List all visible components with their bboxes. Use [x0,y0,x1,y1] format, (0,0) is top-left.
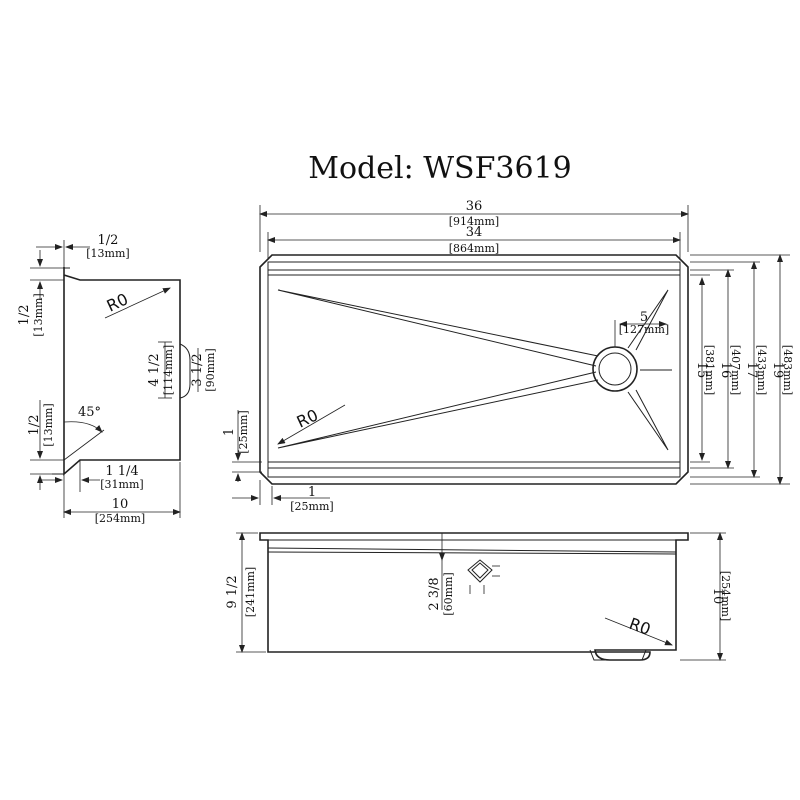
top-edge-bottom-mm: [25mm] [290,500,333,513]
sink-outline [259,254,689,485]
side-depth-inner-mm: [90mm] [204,348,217,391]
drain-inner [598,352,632,386]
profile-outline [63,267,181,476]
front-height-left-mm: [241mm] [244,567,257,617]
side-step-mm: [31mm] [100,478,143,491]
side-top-mm: [13mm] [86,247,129,260]
side-width-in: 10 [112,497,129,512]
front-radius-label: R0 [627,614,654,639]
top-inner-in: 34 [466,225,483,240]
top-h15-mm: [381mm] [703,345,716,395]
side-lower-mm: [13mm] [42,403,55,446]
top-edge-bottom-in: 1 [308,485,316,500]
side-profile-view: 1/2 [13mm] 1/2 [13mm] R0 4 1/2 [114mm] 3… [17,233,217,525]
top-radius-label: R0 [294,405,321,431]
top-drain-mm: [127mm] [619,323,669,336]
front-height-left-in: 9 1/2 [225,575,240,608]
side-depth-outer-in: 4 1/2 [147,353,162,386]
top-overall-in: 36 [466,199,483,214]
model-title: Model: WSF3619 [308,151,572,186]
side-left-mm: [13mm] [32,293,45,336]
top-drain-in: 5 [640,310,648,325]
side-width-mm: [254mm] [95,512,145,525]
top-edge-left-in: 1 [222,428,237,436]
ledge-detail [467,559,500,594]
top-h19-in: 19 [770,362,785,379]
side-depth-outer-mm: [114mm] [162,345,175,395]
side-radius-label: R0 [104,289,131,315]
side-angle-label: 45° [78,405,101,420]
top-view: R0 36 [914mm] 34 [864mm] 5 [127mm] 1 [25… [222,199,794,513]
top-overall-mm: [914mm] [449,215,499,228]
side-top-in: 1/2 [98,233,119,248]
side-depth-inner-in: 3 1/2 [190,353,205,386]
drain-outer [592,346,638,392]
front-height-right-mm: [254mm] [719,571,732,621]
front-ledge-in: 2 3/8 [427,577,442,610]
top-h16-mm: [407mm] [729,345,742,395]
top-inner-mm: [864mm] [449,242,499,255]
front-ledge-mm: [60mm] [442,572,455,615]
top-h19-mm: [483mm] [781,345,794,395]
top-h17-mm: [433mm] [755,345,768,395]
top-edge-left-mm: [25mm] [237,410,250,453]
front-height-right-in: 10 [710,588,725,605]
top-h17-in: 17 [744,362,759,379]
top-h15-in: 15 [694,362,709,379]
side-step-in: 1 1/4 [105,464,138,479]
front-view: 9 1/2 [241mm] 10 [254mm] 2 3/8 [60mm] R0 [225,532,732,661]
side-left-in: 1/2 [17,305,32,326]
top-h16-in: 16 [718,362,733,379]
side-lower-in: 1/2 [27,415,42,436]
